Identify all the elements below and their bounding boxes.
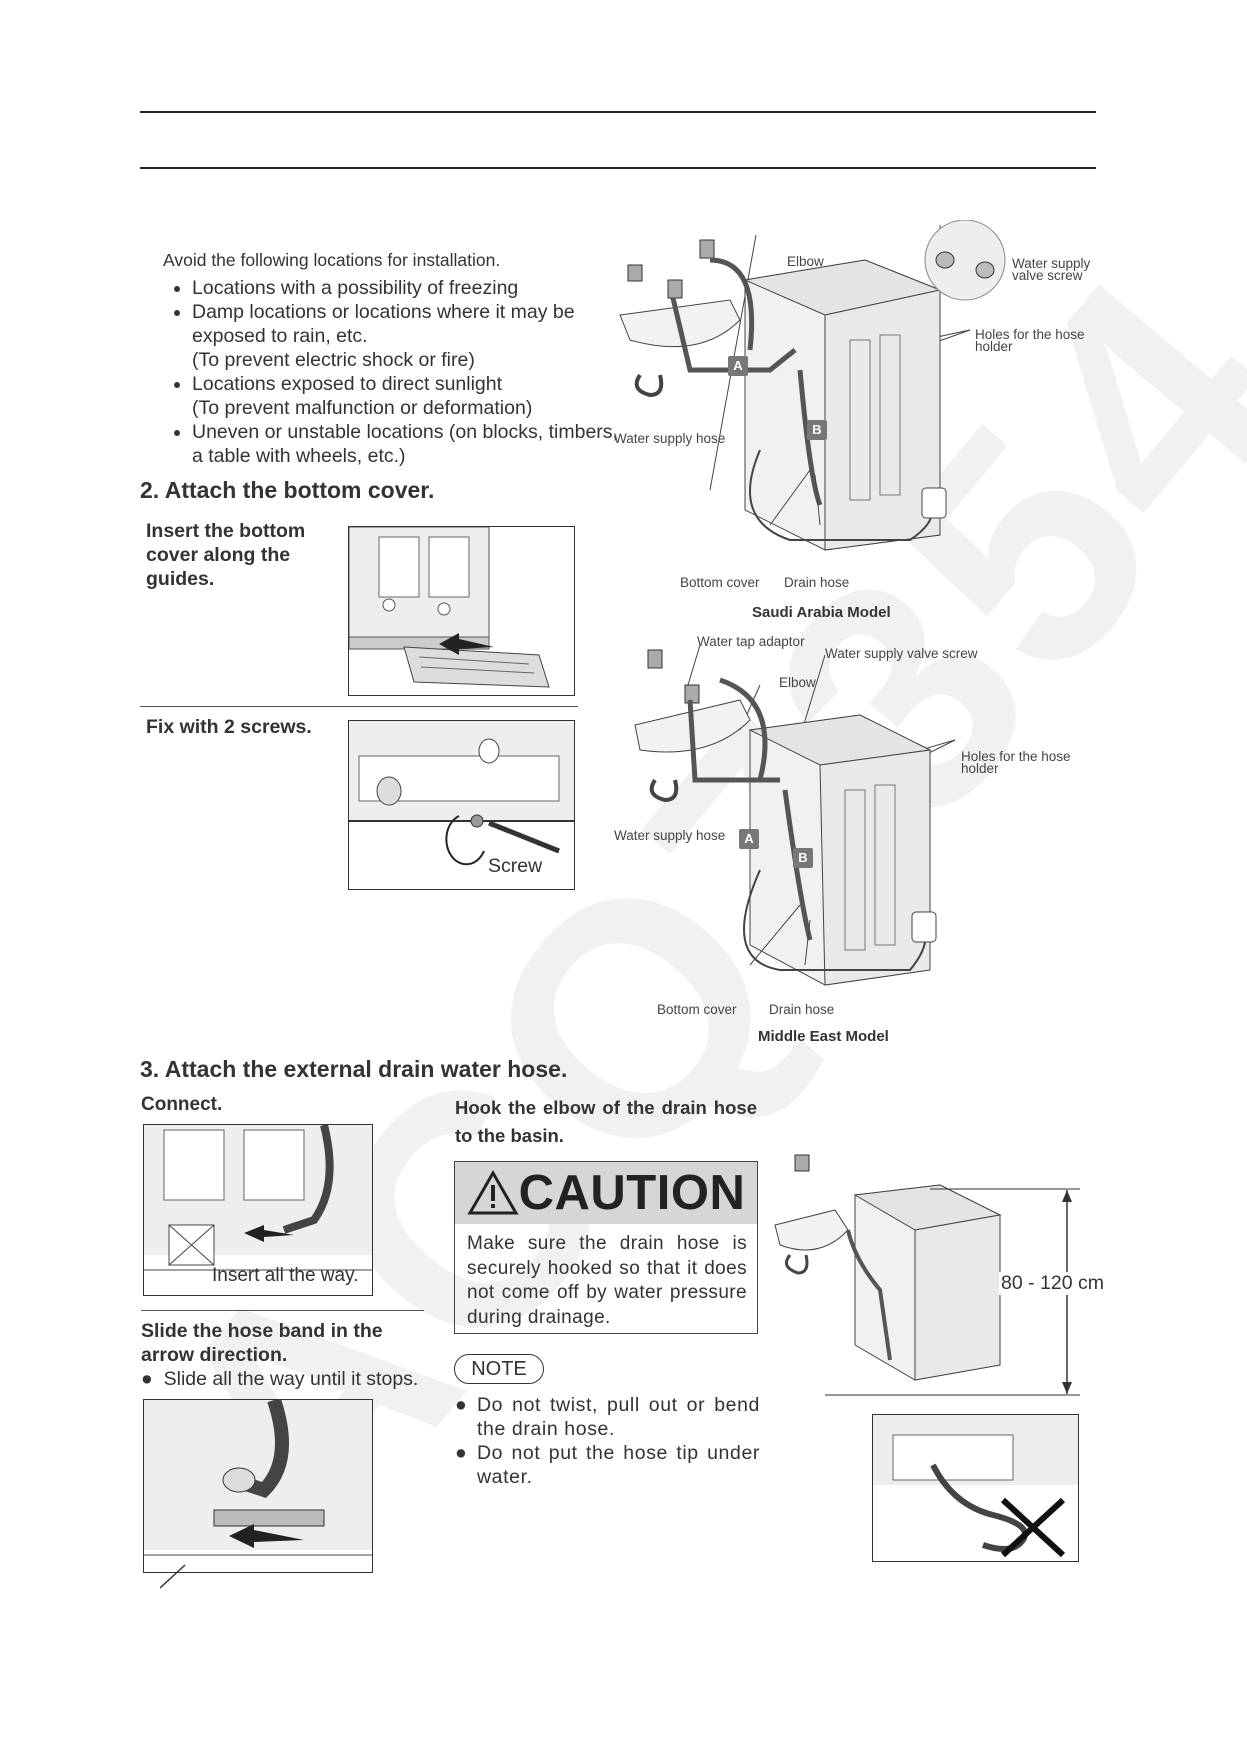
- marker-b: B: [807, 420, 827, 440]
- connect-label: Connect.: [141, 1094, 223, 1115]
- marker-a: A: [728, 356, 748, 376]
- warning-triangle-icon: [467, 1170, 519, 1215]
- label-water-supply-valve-screw: Water supply valve screw: [825, 646, 978, 661]
- locations-list: Locations with a possibility of freezing…: [163, 276, 632, 468]
- header-rule: [140, 167, 1096, 169]
- note-item: ● Do not put the hose tip under water.: [455, 1442, 760, 1488]
- label-elbow: Elbow: [779, 675, 816, 690]
- leader-line: [160, 1564, 186, 1589]
- marker-a: A: [739, 829, 759, 849]
- note-item: ● Do not twist, pull out or bend the dra…: [455, 1394, 760, 1440]
- label-water-tap-adaptor: Water tap adaptor: [697, 634, 805, 649]
- label-water-supply-valve-screw: Water supply valve screw: [1012, 256, 1091, 283]
- caution-body: Make sure the drain hose is securely hoo…: [467, 1233, 747, 1328]
- label-drain-hose: Drain hose: [784, 575, 850, 590]
- hose-band-illustration: [143, 1399, 373, 1573]
- screw-illustration: Screw: [348, 720, 575, 890]
- label-bottom-cover: Bottom cover: [657, 1002, 737, 1017]
- label-water-supply-hose: Water supply hose: [614, 828, 726, 843]
- saudi-model-caption: Saudi Arabia Model: [752, 604, 891, 621]
- caution-box: CAUTION Make sure the drain hose is secu…: [454, 1161, 758, 1334]
- bottom-cover-illustration: [348, 526, 575, 696]
- hook-instruction: Hook the elbow of the drain hose to the …: [455, 1097, 757, 1146]
- separator: [141, 1310, 424, 1311]
- step-insert-bottom-cover: Insert the bottom cover along the guides…: [146, 520, 306, 590]
- step-fix-screws: Fix with 2 screws.: [146, 716, 312, 738]
- connect-illustration: Insert all the way.: [143, 1124, 373, 1296]
- top-rule: [140, 111, 1096, 113]
- caution-title: CAUTION: [518, 1166, 746, 1220]
- list-item: Damp locations or locations where it may…: [192, 300, 632, 372]
- screw-label: Screw: [488, 855, 543, 877]
- label-elbow: Elbow: [787, 254, 824, 269]
- label-drain-hose: Drain hose: [769, 1002, 835, 1017]
- middle-east-model-caption: Middle East Model: [758, 1028, 889, 1045]
- label-water-supply-hose: Water supply hose: [614, 431, 726, 446]
- label-bottom-cover: Bottom cover: [680, 575, 760, 590]
- slide-hose-band-title: Slide the hose band in the arrow directi…: [141, 1320, 383, 1366]
- note-label: NOTE: [454, 1354, 544, 1384]
- list-item: Locations exposed to direct sunlight(To …: [192, 372, 632, 420]
- insert-label: Insert all the way.: [212, 1265, 359, 1286]
- wrong-hose-illustration: [872, 1414, 1079, 1562]
- label-holes-hose-holder: Holes for the hose holder: [975, 327, 1085, 354]
- marker-b: B: [793, 848, 813, 868]
- intro-text: Avoid the following locations for instal…: [163, 250, 501, 270]
- list-item: Uneven or unstable locations (on blocks,…: [192, 420, 632, 468]
- height-range-label: 80 - 120 cm: [999, 1272, 1106, 1295]
- list-item: Locations with a possibility of freezing: [192, 276, 632, 300]
- section-2-title: 2. Attach the bottom cover.: [140, 477, 435, 503]
- section-3-title: 3. Attach the external drain water hose.: [140, 1056, 568, 1082]
- slide-bullet: ● Slide all the way until it stops.: [141, 1368, 419, 1390]
- caution-header: CAUTION: [455, 1162, 757, 1224]
- separator: [140, 706, 578, 707]
- label-holes-hose-holder: Holes for the hose holder: [961, 749, 1071, 776]
